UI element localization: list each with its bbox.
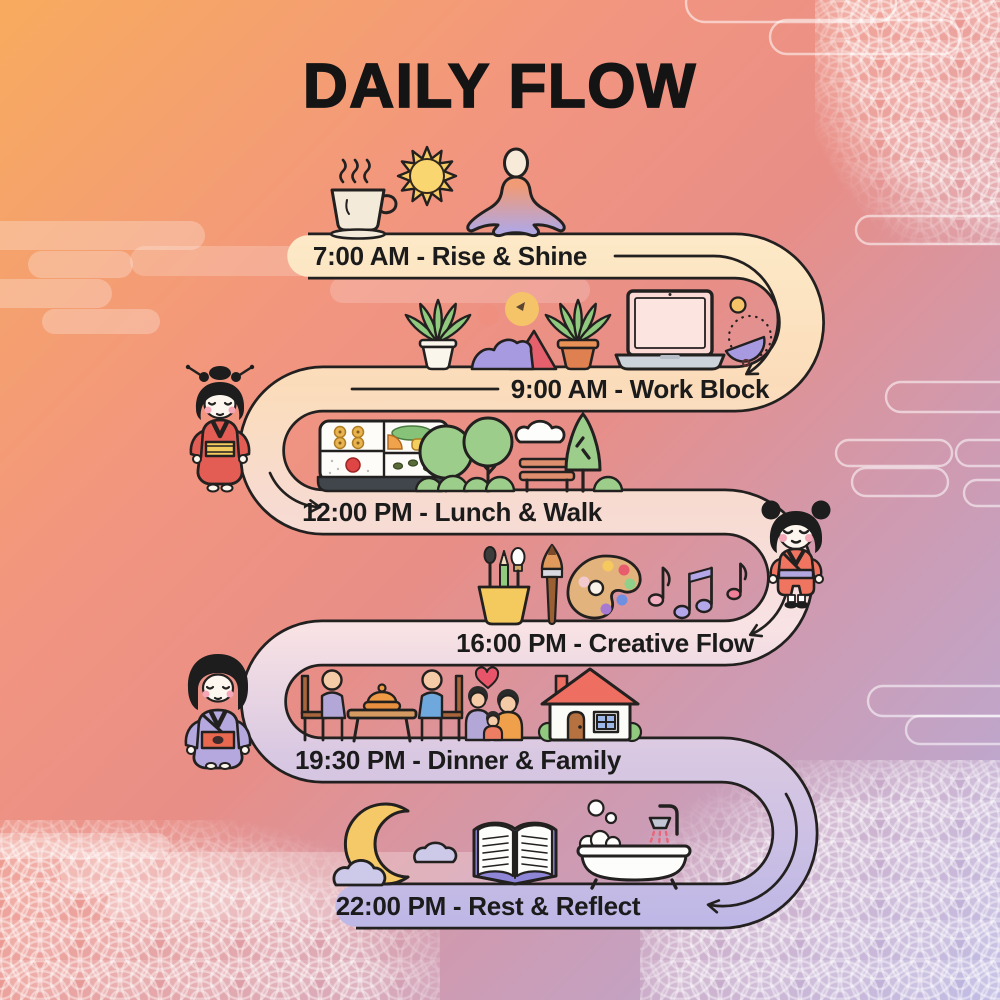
brush-holder-icon <box>477 546 531 626</box>
timeline-label-rest-reflect: 22:00 PM - Rest & Reflect <box>336 891 641 921</box>
girl-with-buns-character <box>761 500 831 609</box>
timeline-label-rise-shine: 7:00 AM - Rise & Shine <box>313 241 587 271</box>
pine-tree-icon <box>564 412 624 493</box>
timeline-labels: 7:00 AM - Rise & Shine 9:00 AM - Work Bl… <box>295 241 770 921</box>
laptop-icon <box>614 289 726 371</box>
paint-palette-icon <box>566 554 642 620</box>
flow-arrows <box>268 254 798 914</box>
wave-pattern-bottom-right <box>640 760 1000 1000</box>
open-book-icon <box>472 821 558 886</box>
woman-purple-kimono-character <box>184 654 252 770</box>
family-icon <box>464 666 524 742</box>
dinner-table-icon <box>300 669 464 743</box>
outline-clouds <box>684 0 1000 746</box>
arrow-to-work-block <box>613 254 780 376</box>
geisha-red-kimono-character <box>185 364 255 493</box>
timeline-label-work-block: 9:00 AM - Work Block <box>511 374 770 404</box>
timeline-label-lunch-walk: 12:00 PM - Lunch & Walk <box>302 497 603 527</box>
coffee-cup-icon <box>329 158 398 240</box>
timeline-label-dinner-family: 19:30 PM - Dinner & Family <box>295 745 622 775</box>
abstract-landscape-icon <box>470 292 558 371</box>
potted-plant-icon-2 <box>544 298 612 371</box>
park-trees-icon <box>414 416 516 493</box>
potted-plant-icon <box>404 298 472 371</box>
abstract-shapes-icon <box>724 296 773 368</box>
paintbrush-icon <box>540 543 564 626</box>
crescent-moon-icon <box>332 802 458 887</box>
music-notes-icon <box>647 562 748 620</box>
cloud-icon <box>514 419 566 444</box>
wave-pattern-top-right <box>815 0 1000 245</box>
bathtub-icon <box>576 799 692 890</box>
timeline-label-creative-flow: 16:00 PM - Creative Flow <box>456 628 755 658</box>
meditating-person-icon <box>466 147 566 238</box>
arrow-to-lunch <box>268 471 322 514</box>
arrow-to-rest <box>706 792 798 914</box>
house-icon <box>537 667 643 743</box>
poster-title: DAILY FLOW <box>303 52 697 121</box>
sun-icon <box>396 145 458 207</box>
